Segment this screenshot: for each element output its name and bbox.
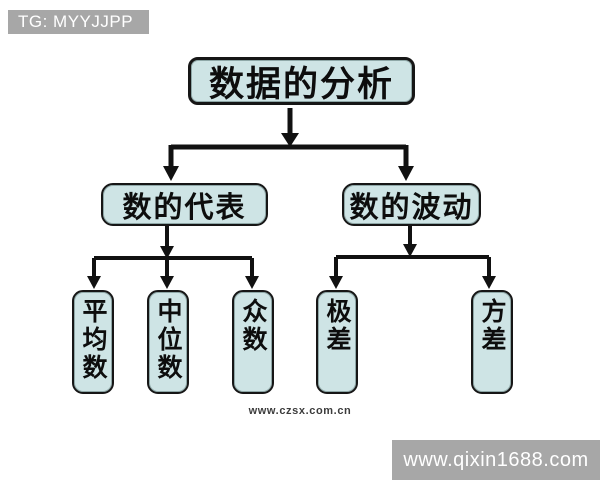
leaf-label-range: 极差 (323, 298, 351, 354)
branch-node-fluctuation: 数的波动 (342, 183, 481, 226)
root-node-data-analysis: 数据的分析 (188, 57, 415, 105)
leaf-node-median: 中位数 (147, 290, 189, 394)
site-banner: www.qixin1688.com (392, 440, 600, 480)
branch-node-representation: 数的代表 (101, 183, 268, 226)
leaf-label-median: 中位数 (154, 298, 182, 382)
leaf-node-range: 极差 (316, 290, 358, 394)
leaf-node-mean: 平均数 (72, 290, 114, 394)
leaf-label-mode: 众数 (239, 298, 267, 354)
leaf-node-mode: 众数 (232, 290, 274, 394)
watermark-url: www.czsx.com.cn (248, 405, 352, 417)
tg-watermark-badge: TG: MYYJJPP (8, 10, 149, 34)
leaf-label-mean: 平均数 (79, 298, 107, 382)
leaf-node-variance: 方差 (471, 290, 513, 394)
leaf-label-variance: 方差 (478, 298, 506, 354)
